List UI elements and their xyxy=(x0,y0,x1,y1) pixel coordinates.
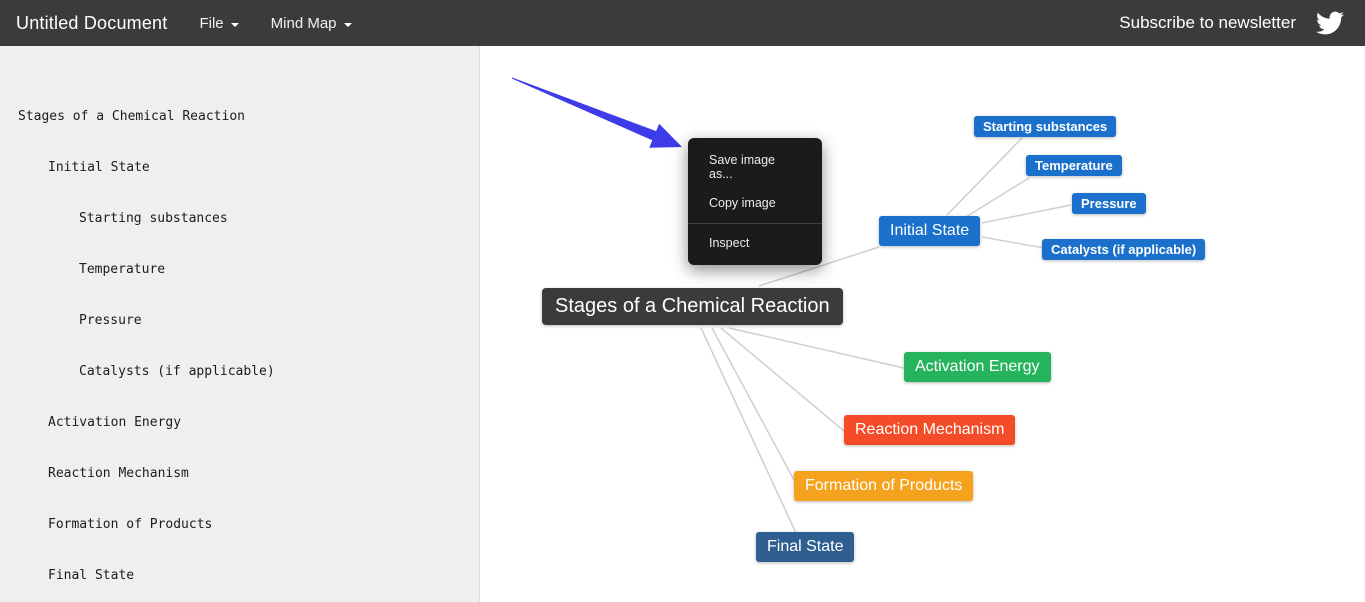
menu-mind-map-label: Mind Map xyxy=(270,14,337,32)
document-title: Untitled Document xyxy=(16,12,168,33)
mindmap-node-catalysts[interactable]: Catalysts (if applicable) xyxy=(1042,239,1206,260)
chevron-down-icon xyxy=(343,22,352,27)
menu-mind-map[interactable]: Mind Map xyxy=(271,15,352,32)
mindmap-node-temperature[interactable]: Temperature xyxy=(1026,155,1122,176)
menu-file-label: File xyxy=(199,14,224,32)
connector-line xyxy=(700,327,797,534)
outline-line: Pressure xyxy=(79,313,142,328)
outline-line: Initial State xyxy=(48,160,150,175)
context-menu-item-copy-image[interactable]: Copy image xyxy=(709,196,776,210)
mindmap-node-pressure[interactable]: Pressure xyxy=(1072,193,1146,214)
mindmap-node-activation-energy[interactable]: Activation Energy xyxy=(904,352,1051,382)
connector-line xyxy=(728,327,905,369)
mindmap-node-initial-state[interactable]: Initial State xyxy=(879,216,981,246)
outline-line: Reaction Mechanism xyxy=(48,466,189,481)
connector-line xyxy=(981,236,1045,249)
outline-line: Formation of Products xyxy=(48,517,213,532)
outline-editor[interactable]: Stages of a Chemical Reaction Initial St… xyxy=(0,46,480,602)
connector-line xyxy=(981,204,1072,224)
connector-line xyxy=(711,327,795,481)
mindmap-node-starting-substances[interactable]: Starting substances xyxy=(974,116,1117,137)
connector-line xyxy=(946,137,1023,216)
outline-line: Activation Energy xyxy=(48,415,182,430)
mindmap-canvas[interactable]: Stages of a Chemical Reaction Initial St… xyxy=(480,46,1365,602)
outline-line: Catalysts (if applicable) xyxy=(79,364,275,379)
outline-line: Temperature xyxy=(79,262,166,277)
mindmap-node-root[interactable]: Stages of a Chemical Reaction xyxy=(542,288,843,325)
navbar-right: Subscribe to newsletter xyxy=(1119,9,1347,37)
mindmap-node-final-state[interactable]: Final State xyxy=(756,532,855,562)
context-menu-item-inspect[interactable]: Inspect xyxy=(709,236,750,250)
context-menu-separator xyxy=(688,223,822,224)
outline-line: Starting substances xyxy=(79,211,228,226)
connector-line xyxy=(720,327,845,432)
subscribe-newsletter-link[interactable]: Subscribe to newsletter xyxy=(1119,13,1296,32)
outline-line: Stages of a Chemical Reaction xyxy=(18,109,245,124)
mindmap-node-reaction-mechanism[interactable]: Reaction Mechanism xyxy=(844,415,1016,445)
chevron-down-icon xyxy=(230,22,239,27)
mindmap-node-formation-of-products[interactable]: Formation of Products xyxy=(794,471,974,501)
menu-file[interactable]: File xyxy=(199,14,239,32)
navbar: Untitled Document File Mind Map Subscrib… xyxy=(0,0,1365,46)
outline-line: Final State xyxy=(48,568,135,583)
connector-line xyxy=(965,177,1030,218)
twitter-icon[interactable] xyxy=(1313,9,1347,37)
annotation-arrow xyxy=(511,77,682,148)
context-menu: Save image as... Copy image Inspect xyxy=(688,138,822,265)
context-menu-item-save-image-as[interactable]: Save image as... xyxy=(709,153,776,181)
